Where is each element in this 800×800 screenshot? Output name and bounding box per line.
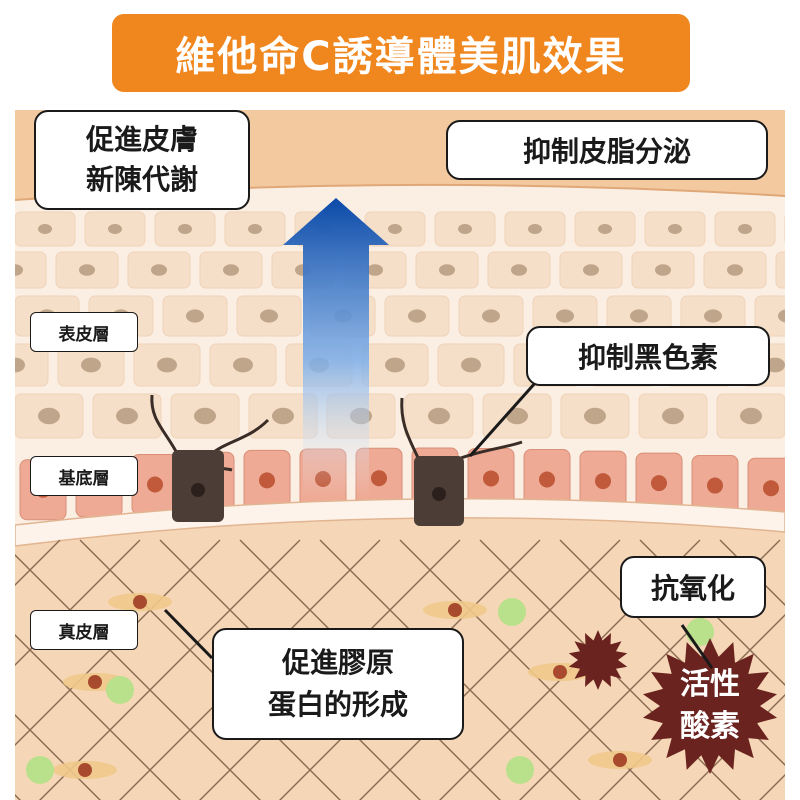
- effect-melanin: 抑制黑色素: [526, 326, 770, 386]
- basal-nucleus: [763, 480, 779, 496]
- effect-collagen-line2: 蛋白的形成: [268, 684, 408, 726]
- ros-label: 活性 酸素: [660, 664, 760, 748]
- cell-nucleus: [186, 309, 204, 322]
- cell-nucleus: [5, 358, 25, 373]
- layer-label-epidermis: 表皮層: [30, 312, 138, 352]
- cell-nucleus: [157, 358, 177, 373]
- cell-nucleus: [482, 309, 500, 322]
- basal-nucleus: [483, 470, 499, 486]
- epidermal-cell: [785, 212, 800, 246]
- effect-collagen-line1: 促進膠原: [282, 642, 394, 684]
- ros-label-line1: 活性: [660, 664, 760, 706]
- page-title: 維他命C誘導體美肌效果: [112, 14, 690, 92]
- basal-nucleus: [371, 470, 387, 486]
- layer-label-basal: 基底層: [30, 456, 138, 496]
- cell-nucleus: [778, 309, 796, 322]
- basal-nucleus: [595, 473, 611, 489]
- effect-skin-renewal-line1: 促進皮膚: [86, 120, 198, 160]
- cell-nucleus: [108, 224, 122, 234]
- cell-nucleus: [598, 224, 612, 234]
- basal-nucleus: [539, 472, 555, 488]
- cell-nucleus: [408, 309, 426, 322]
- dermis-dot: [498, 598, 526, 626]
- basal-nucleus: [147, 476, 163, 492]
- cell-nucleus: [662, 408, 684, 424]
- cell-nucleus: [738, 224, 752, 234]
- effect-melanin-label: 抑制黑色素: [578, 336, 718, 376]
- cell-nucleus: [439, 264, 455, 276]
- cell-nucleus: [151, 264, 167, 276]
- cell-nucleus: [630, 309, 648, 322]
- cell-nucleus: [461, 358, 481, 373]
- fibroblast-nucleus: [133, 595, 147, 609]
- effect-sebum: 抑制皮脂分泌: [446, 120, 768, 180]
- fibroblast-nucleus: [553, 665, 567, 679]
- effect-antioxidant: 抗氧化: [620, 556, 766, 618]
- cell-nucleus: [428, 408, 450, 424]
- basal-nucleus: [707, 478, 723, 494]
- cell-nucleus: [458, 224, 472, 234]
- cell-nucleus: [223, 264, 239, 276]
- basal-nucleus: [259, 472, 275, 488]
- dermis-dot: [26, 756, 54, 784]
- cell-nucleus: [740, 408, 762, 424]
- cell-nucleus: [367, 264, 383, 276]
- cell-nucleus: [584, 408, 606, 424]
- effect-sebum-label: 抑制皮脂分泌: [523, 130, 691, 170]
- fibroblast-nucleus: [88, 675, 102, 689]
- cell-nucleus: [194, 408, 216, 424]
- fibroblast-nucleus: [78, 763, 92, 777]
- cell-nucleus: [704, 309, 722, 322]
- cell-nucleus: [81, 358, 101, 373]
- cell-nucleus: [528, 224, 542, 234]
- cell-nucleus: [38, 224, 52, 234]
- cell-nucleus: [655, 264, 671, 276]
- effect-collagen: 促進膠原 蛋白的形成: [212, 628, 464, 740]
- cell-nucleus: [583, 264, 599, 276]
- basal-nucleus: [651, 475, 667, 491]
- cell-nucleus: [556, 309, 574, 322]
- cell-nucleus: [385, 358, 405, 373]
- layer-label-dermis: 真皮層: [30, 610, 138, 650]
- effect-antioxidant-label: 抗氧化: [651, 567, 735, 607]
- cell-nucleus: [248, 224, 262, 234]
- fibroblast-nucleus: [448, 603, 462, 617]
- dermis-dot: [106, 676, 134, 704]
- cell-nucleus: [668, 224, 682, 234]
- effect-skin-renewal: 促進皮膚 新陳代謝: [34, 110, 250, 210]
- cell-nucleus: [388, 224, 402, 234]
- cell-nucleus: [233, 358, 253, 373]
- epidermal-cell: [776, 252, 800, 288]
- cell-nucleus: [7, 264, 23, 276]
- dermis-dot: [506, 756, 534, 784]
- cell-nucleus: [727, 264, 743, 276]
- effect-skin-renewal-line2: 新陳代謝: [86, 160, 198, 200]
- cell-nucleus: [511, 264, 527, 276]
- ros-label-line2: 酸素: [660, 706, 760, 748]
- cell-nucleus: [79, 264, 95, 276]
- fibroblast-nucleus: [613, 753, 627, 767]
- cell-nucleus: [38, 408, 60, 424]
- cell-nucleus: [272, 408, 294, 424]
- cell-nucleus: [178, 224, 192, 234]
- cell-nucleus: [260, 309, 278, 322]
- cell-nucleus: [116, 408, 138, 424]
